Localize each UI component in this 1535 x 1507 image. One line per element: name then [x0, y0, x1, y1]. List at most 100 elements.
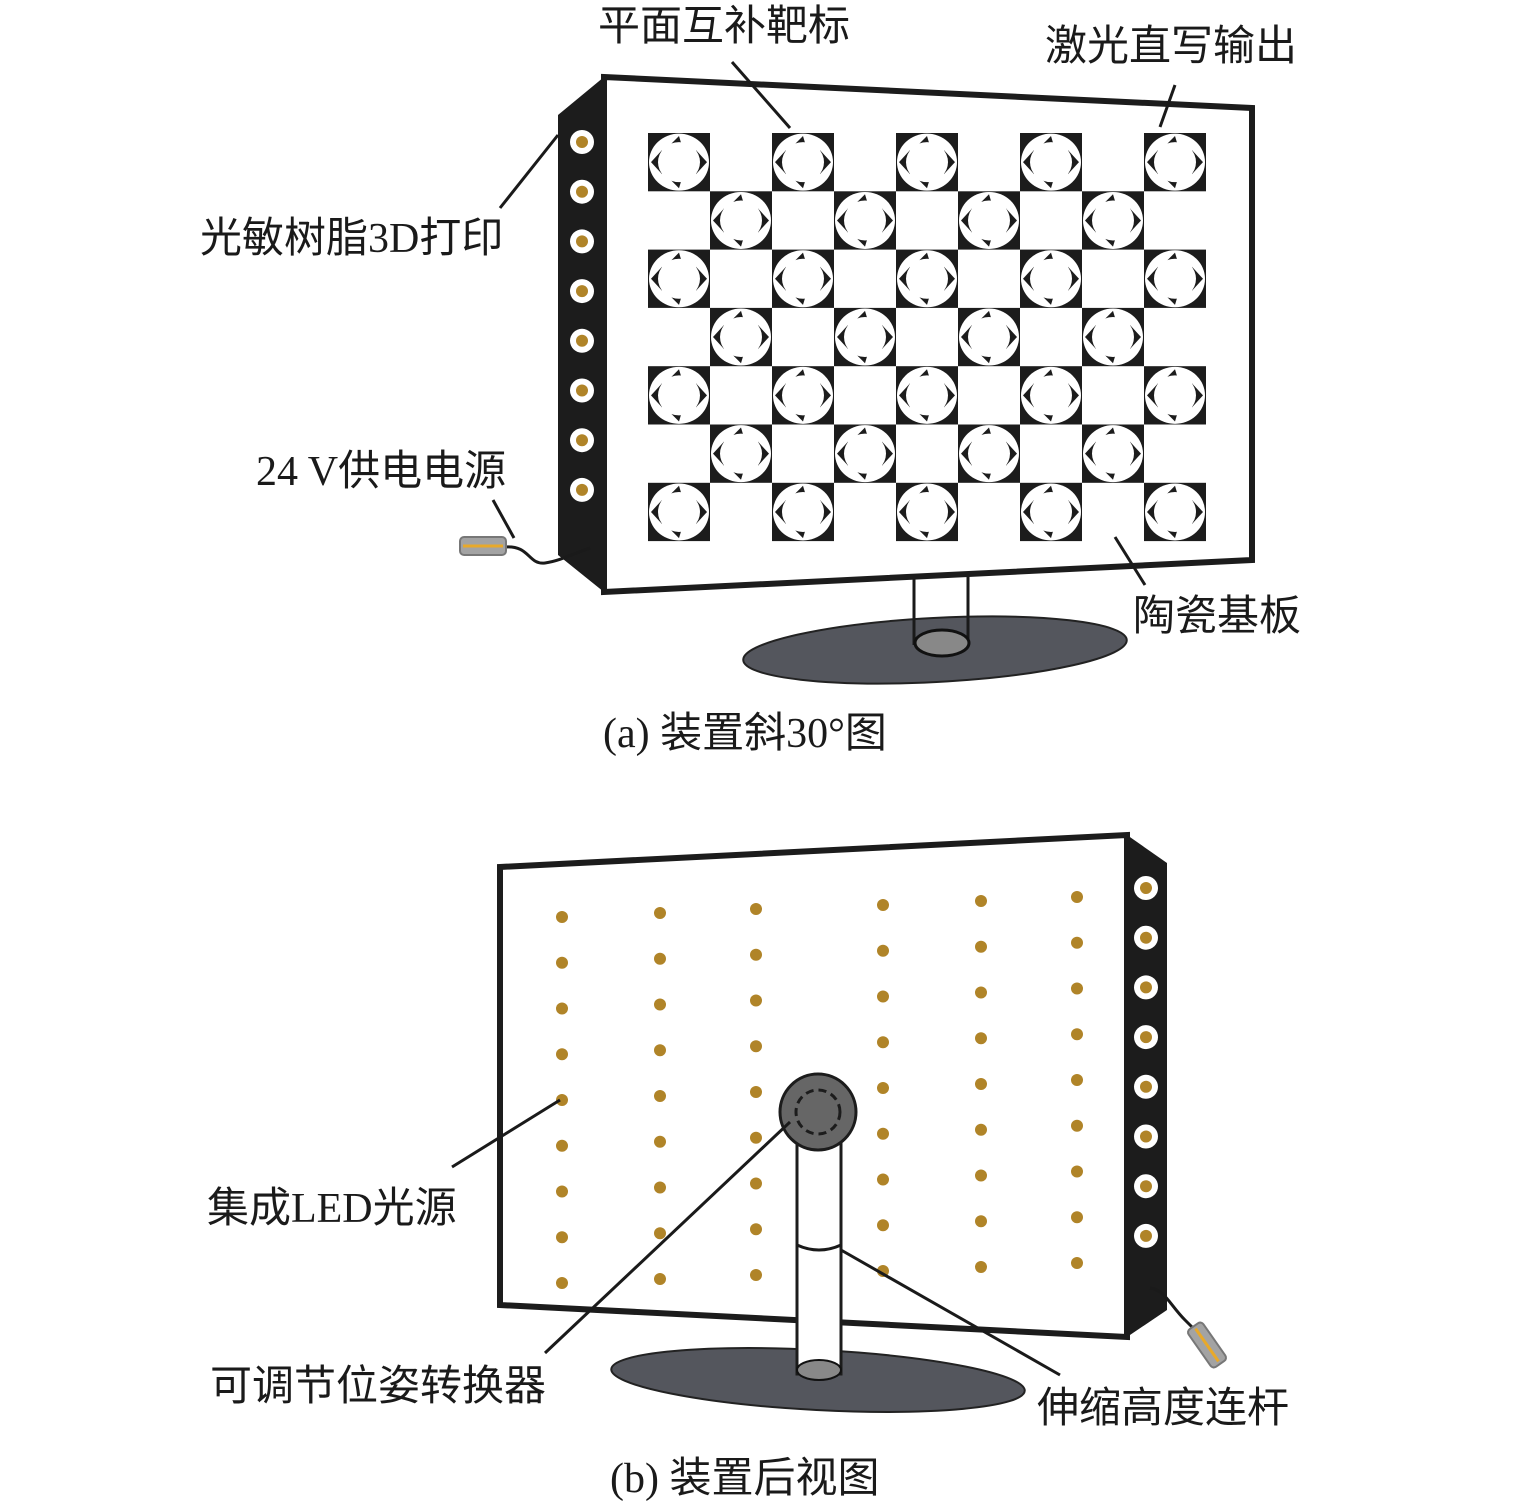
label-laser: 激光直写输出: [1045, 24, 1297, 70]
panel-b: 集成LED光源 可调节位姿转换器 伸缩高度连杆 (b) 装置后视图: [207, 831, 1289, 1502]
led-dot: [975, 1169, 987, 1182]
target-cell: [1082, 191, 1144, 250]
led-dot: [556, 1048, 568, 1061]
led-dot: [877, 1036, 889, 1049]
led-dot: [654, 1135, 666, 1148]
target-cell: [648, 133, 710, 192]
telescopic-rod: [795, 1110, 843, 1376]
led-dot: [556, 1185, 568, 1198]
led-dot: [1071, 1119, 1083, 1132]
led-dot: [654, 952, 666, 965]
target-cell: [648, 249, 710, 308]
led-dot: [1071, 891, 1083, 903]
target-cell: [1020, 366, 1082, 425]
target-cell: [710, 307, 772, 367]
led-dot: [654, 907, 666, 919]
label-led: 集成LED光源: [207, 1186, 457, 1232]
target-cell: [834, 424, 896, 483]
panel-a: 平面互补靶标 激光直写输出 光敏树脂3D打印 24 V供电电源 陶瓷基板 (a)…: [200, 4, 1301, 757]
label-rod: 伸缩高度连杆: [1037, 1386, 1289, 1432]
label-resin: 光敏树脂3D打印: [200, 216, 503, 262]
led-dot: [975, 1032, 987, 1045]
side-led-column: [570, 130, 594, 502]
led-dot: [877, 899, 889, 911]
led-dot: [877, 1127, 889, 1140]
led-dot: [1071, 1211, 1083, 1224]
led-dot: [877, 1219, 889, 1232]
target-cell: [834, 191, 896, 250]
led-dot: [750, 1223, 762, 1236]
led-dot: [750, 1040, 762, 1053]
led-dot: [654, 998, 666, 1011]
led-dot: [556, 1002, 568, 1015]
target-cell: [648, 482, 710, 542]
led-dot: [556, 956, 568, 969]
target-cell: [896, 366, 958, 425]
target-cell: [1082, 424, 1144, 483]
pose-adapter: [778, 1072, 858, 1152]
label-power: 24 V供电电源: [256, 449, 506, 495]
led-dot: [750, 1177, 762, 1190]
led-dot: [877, 944, 889, 957]
led-dot: [975, 940, 987, 953]
led-dot: [750, 1086, 762, 1098]
led-dot: [975, 895, 987, 907]
target-cell: [834, 307, 896, 367]
led-grid: [556, 891, 1083, 1289]
led-dot: [556, 1094, 568, 1106]
led-dot: [877, 990, 889, 1003]
target-cell: [1144, 133, 1206, 192]
led-dot: [1071, 936, 1083, 949]
led-dot: [654, 1273, 666, 1285]
led-dot: [654, 1227, 666, 1240]
label-target: 平面互补靶标: [598, 4, 850, 50]
target-cell: [1144, 482, 1206, 542]
led-dot: [1071, 1028, 1083, 1041]
led-dot: [654, 1181, 666, 1194]
target-cell: [1020, 249, 1082, 308]
led-dot: [1071, 982, 1083, 995]
led-dot: [1071, 1257, 1083, 1269]
target-cell: [1082, 307, 1144, 367]
led-dot: [654, 1090, 666, 1102]
led-dot: [975, 1215, 987, 1228]
target-cell: [1020, 133, 1082, 192]
led-dot: [556, 1231, 568, 1244]
target-cell: [772, 133, 834, 192]
target-cell: [648, 366, 710, 425]
target-cell: [958, 307, 1020, 367]
led-dot: [556, 1139, 568, 1152]
led-dot: [877, 1173, 889, 1186]
target-cell: [710, 191, 772, 250]
target-cell: [710, 424, 772, 483]
led-dot: [877, 1082, 889, 1094]
led-dot: [750, 1131, 762, 1144]
led-dot: [975, 986, 987, 999]
led-dot: [654, 1044, 666, 1057]
led-dot: [556, 1277, 568, 1289]
target-cell: [896, 482, 958, 542]
target-cell: [772, 249, 834, 308]
led-dot: [975, 1078, 987, 1090]
target-cell: [1020, 482, 1082, 542]
target-cell: [896, 249, 958, 308]
target-cell: [1144, 366, 1206, 425]
led-dot: [750, 994, 762, 1007]
label-adapter: 可调节位姿转换器: [210, 1363, 546, 1410]
target-cell: [772, 366, 834, 425]
led-dot: [750, 948, 762, 961]
complementary-target: [648, 133, 1206, 542]
led-dot: [975, 1261, 987, 1273]
led-dot: [1071, 1074, 1083, 1086]
caption-b: (b) 装置后视图: [610, 1456, 879, 1502]
led-dot: [556, 911, 568, 923]
caption-a: (a) 装置斜30°图: [603, 711, 887, 757]
target-cell: [896, 133, 958, 192]
side-led-column: [1134, 876, 1158, 1248]
led-dot: [1071, 1165, 1083, 1178]
target-cell: [958, 424, 1020, 483]
target-cell: [1144, 249, 1206, 308]
led-dot: [750, 903, 762, 915]
